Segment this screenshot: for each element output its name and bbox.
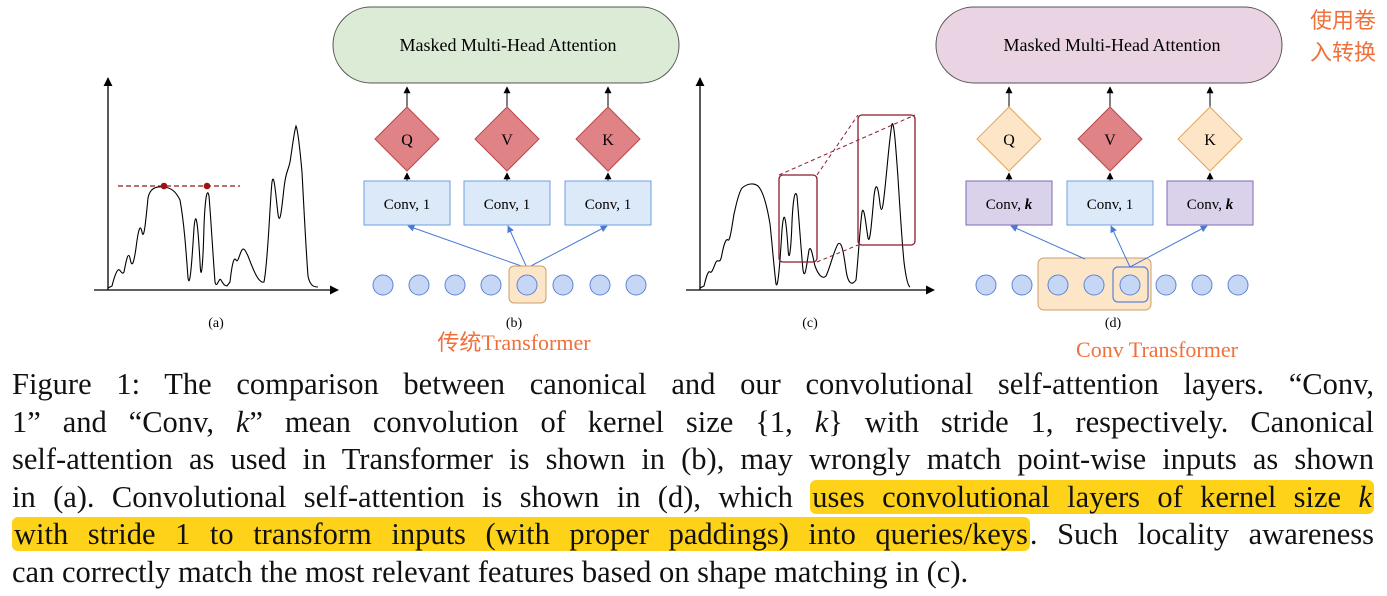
svg-text:Conv, k: Conv, k — [986, 197, 1033, 213]
caption-line: Figure 1: The comparison between canonic… — [12, 367, 1374, 401]
q-label: Q — [401, 132, 413, 149]
caption-line: can correctly match the most relevant fe… — [12, 554, 969, 589]
conv-v-box — [463, 180, 551, 226]
figure-caption: Figure 1: The comparison between canonic… — [12, 366, 1374, 591]
conv-k-label: Conv, — [1187, 197, 1226, 213]
match-point — [203, 182, 211, 190]
panel-label-a: (a) — [208, 316, 224, 331]
conv-q-label: Conv, — [986, 197, 1025, 213]
attention-box — [332, 6, 680, 84]
large-window — [857, 114, 916, 246]
v-label: V — [1104, 132, 1116, 149]
annotation-traditional-transformer: 传统Transformer — [437, 330, 591, 355]
caption-line: in (a). Convolutional self-attention is … — [12, 479, 1374, 514]
attention-label: Masked Multi-Head Attention — [400, 35, 617, 55]
figure-1: (a) Masked Multi-Head Attention Q V K Co… — [94, 6, 1376, 362]
conv-k-box — [564, 180, 652, 226]
panel-label-d: (d) — [1105, 316, 1122, 331]
attention-label: Masked Multi-Head Attention — [1004, 35, 1221, 55]
highlighted-text: uses convolutional layers of kernel size… — [810, 479, 1374, 514]
signal-curve — [699, 123, 911, 289]
svg-text:Conv, k: Conv, k — [1187, 197, 1234, 213]
annotation-conv-transformer: Conv Transformer — [1076, 337, 1239, 362]
signal-curve — [107, 124, 319, 289]
k-label: K — [602, 132, 614, 149]
panel-d: Masked Multi-Head Attention Q V K Conv, … — [935, 6, 1283, 362]
conv-v-label: Conv, 1 — [484, 197, 531, 213]
panel-label-c: (c) — [802, 316, 818, 331]
conv-q-k: k — [1025, 197, 1033, 213]
v-diamond — [1077, 106, 1143, 172]
input-tokens — [372, 274, 647, 296]
panel-c: (c) — [686, 77, 935, 331]
caption-line: 1” and “Conv, k” mean convolution of ker… — [12, 404, 1374, 439]
annotation-top-right-2: 入转换 — [1310, 41, 1376, 66]
caption-line: self-attention as used in Transformer is… — [12, 442, 1374, 476]
input-tokens — [975, 274, 1249, 296]
panel-a: (a) — [94, 77, 339, 331]
caption-line: with stride 1 to transform inputs (with … — [12, 517, 1374, 551]
highlighted-text: with stride 1 to transform inputs (with … — [12, 517, 1030, 551]
v-label: V — [501, 132, 513, 149]
small-window — [778, 174, 818, 263]
conv-q-label: Conv, 1 — [384, 197, 431, 213]
k-diamond — [1177, 106, 1243, 172]
conv-v-label: Conv, 1 — [1087, 197, 1134, 213]
q-label: Q — [1003, 132, 1015, 149]
q-diamond — [976, 106, 1042, 172]
conv-q-box — [965, 180, 1053, 226]
conv-k-k: k — [1226, 197, 1234, 213]
annotation-top-right-1: 使用卷 — [1310, 9, 1376, 34]
attention-box — [935, 6, 1283, 84]
panel-label-b: (b) — [506, 316, 523, 331]
q-diamond — [374, 106, 440, 172]
match-point — [160, 182, 168, 190]
conv-v-box — [1066, 180, 1154, 226]
v-diamond — [474, 106, 540, 172]
k-label: K — [1204, 132, 1216, 149]
conv-q-box — [363, 180, 451, 226]
conv-k-label: Conv, 1 — [585, 197, 632, 213]
conv-k-box — [1166, 180, 1254, 226]
k-diamond — [575, 106, 641, 172]
panel-b: Masked Multi-Head Attention Q V K Conv, … — [332, 6, 680, 355]
